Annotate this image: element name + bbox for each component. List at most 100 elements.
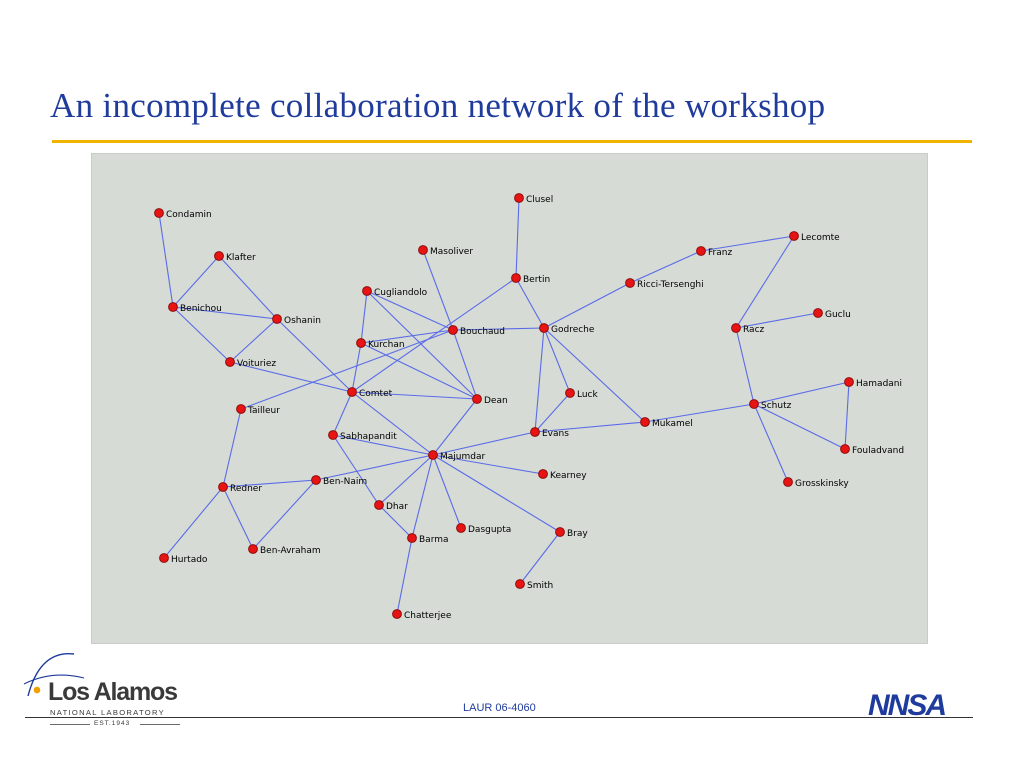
logo-arc-icon <box>23 653 85 697</box>
node-label-riccitersenghi: Ricci-Tersenghi <box>637 280 704 290</box>
node-label-hurtado: Hurtado <box>171 555 208 565</box>
node-condamin <box>154 208 164 218</box>
edge-comtet-sabhapandit <box>332 391 353 436</box>
node-masoliver <box>418 245 428 255</box>
node-label-kurchan: Kurchan <box>368 340 405 350</box>
edge-racz-guclu <box>735 312 819 329</box>
title-underline <box>52 140 972 143</box>
node-label-luck: Luck <box>577 390 599 400</box>
edge-comtet-majumdar <box>351 391 434 456</box>
edge-bouchaud-kurchan <box>360 329 454 344</box>
node-hurtado <box>159 553 169 563</box>
node-label-benichou: Benichou <box>180 304 222 314</box>
edge-riccitersenghi-franz <box>629 250 702 284</box>
edge-majumdar-bennaim <box>315 454 434 481</box>
footer-rule <box>25 717 973 718</box>
node-label-dhar: Dhar <box>386 502 408 512</box>
edge-bennaim-redner <box>222 479 317 488</box>
edge-majumdar-dasgupta <box>432 454 462 529</box>
edge-comtet-dean <box>351 391 478 400</box>
edge-lecomte-racz <box>735 235 795 329</box>
node-label-clusel: Clusel <box>526 195 553 205</box>
node-evans <box>530 427 540 437</box>
node-chatterjee <box>392 609 402 619</box>
node-label-masoliver: Masoliver <box>430 247 473 257</box>
nnsa-logo: NNSA <box>868 689 962 722</box>
edge-masoliver-bouchaud <box>422 249 454 331</box>
logo-divider-left <box>50 724 90 725</box>
node-label-godreche: Godreche <box>551 325 595 335</box>
edge-sabhapandit-dhar <box>332 434 380 506</box>
edge-majumdar-dhar <box>378 454 434 506</box>
node-label-redner: Redner <box>230 484 262 494</box>
edge-hamadani-fouladvand <box>844 381 850 450</box>
node-label-mukamel: Mukamel <box>652 419 693 429</box>
node-label-racz: Racz <box>743 325 765 335</box>
node-label-grosskinsky: Grosskinsky <box>795 479 849 489</box>
node-guclu <box>813 308 823 318</box>
node-label-condamin: Condamin <box>166 210 212 220</box>
edge-schutz-fouladvand <box>753 403 846 450</box>
node-barma <box>407 533 417 543</box>
node-label-guclu: Guclu <box>825 310 851 320</box>
edge-godreche-luck <box>543 327 571 394</box>
edge-sabhapandit-majumdar <box>332 434 434 456</box>
edge-schutz-grosskinsky <box>753 403 789 483</box>
edge-majumdar-barma <box>411 454 434 539</box>
node-riccitersenghi <box>625 278 635 288</box>
node-label-cugliandolo: Cugliandolo <box>374 288 428 298</box>
edge-bouchaud-godreche <box>452 327 545 331</box>
edge-bouchaud-tailleur <box>240 329 454 410</box>
node-label-dasgupta: Dasgupta <box>468 525 511 535</box>
slide-title: An incomplete collaboration network of t… <box>50 86 826 125</box>
logo-subtitle: NATIONAL LABORATORY <box>50 708 166 717</box>
node-label-comtet: Comtet <box>359 389 393 399</box>
node-label-majumdar: Majumdar <box>440 452 485 462</box>
edge-evans-mukamel <box>534 421 646 433</box>
node-label-bray: Bray <box>567 529 588 539</box>
node-label-kearney: Kearney <box>550 471 587 481</box>
node-comtet <box>347 387 357 397</box>
edge-clusel-bertin <box>515 197 520 279</box>
edge-franz-lecomte <box>700 235 795 252</box>
node-label-lecomte: Lecomte <box>801 233 840 243</box>
node-label-evans: Evans <box>542 429 569 439</box>
edge-majumdar-kearney <box>432 454 544 475</box>
node-label-bertin: Bertin <box>523 275 550 285</box>
edge-klafter-benichou <box>172 255 220 308</box>
node-label-sabhapandit: Sabhapandit <box>340 432 397 442</box>
node-luck <box>565 388 575 398</box>
edge-dean-majumdar <box>432 398 478 456</box>
node-label-fouladvand: Fouladvand <box>852 446 904 456</box>
node-label-klafter: Klafter <box>226 253 256 263</box>
node-label-voituriez: Voituriez <box>237 359 276 369</box>
edge-cugliandolo-bouchaud <box>366 290 454 331</box>
logo-divider-right <box>140 724 180 725</box>
node-label-hamadani: Hamadani <box>856 379 902 389</box>
edge-majumdar-bray <box>432 454 561 533</box>
node-label-benavraham: Ben-Avraham <box>260 546 321 556</box>
node-fouladvand <box>840 444 850 454</box>
edge-racz-schutz <box>735 327 755 405</box>
edge-oshanin-voituriez <box>229 318 278 363</box>
node-franz <box>696 246 706 256</box>
node-tailleur <box>236 404 246 414</box>
edge-voituriez-comtet <box>229 361 353 393</box>
edges-layer <box>158 197 850 615</box>
nodes-layer: CondaminKlafterBenichouOshaninVoituriezC… <box>154 193 904 621</box>
edge-evans-majumdar <box>432 431 536 456</box>
edge-bray-smith <box>519 531 561 585</box>
edge-redner-hurtado <box>163 486 224 559</box>
node-label-franz: Franz <box>708 248 732 258</box>
edge-kurchan-dean <box>360 342 478 400</box>
node-label-barma: Barma <box>419 535 449 545</box>
edge-godreche-evans <box>534 327 545 433</box>
node-dhar <box>374 500 384 510</box>
node-label-chatterjee: Chatterjee <box>404 611 452 621</box>
node-clusel <box>514 193 524 203</box>
node-benichou <box>168 302 178 312</box>
node-label-oshanin: Oshanin <box>284 316 321 326</box>
edge-godreche-riccitersenghi <box>543 282 631 329</box>
edge-kurchan-comtet <box>351 342 362 393</box>
node-smith <box>515 579 525 589</box>
